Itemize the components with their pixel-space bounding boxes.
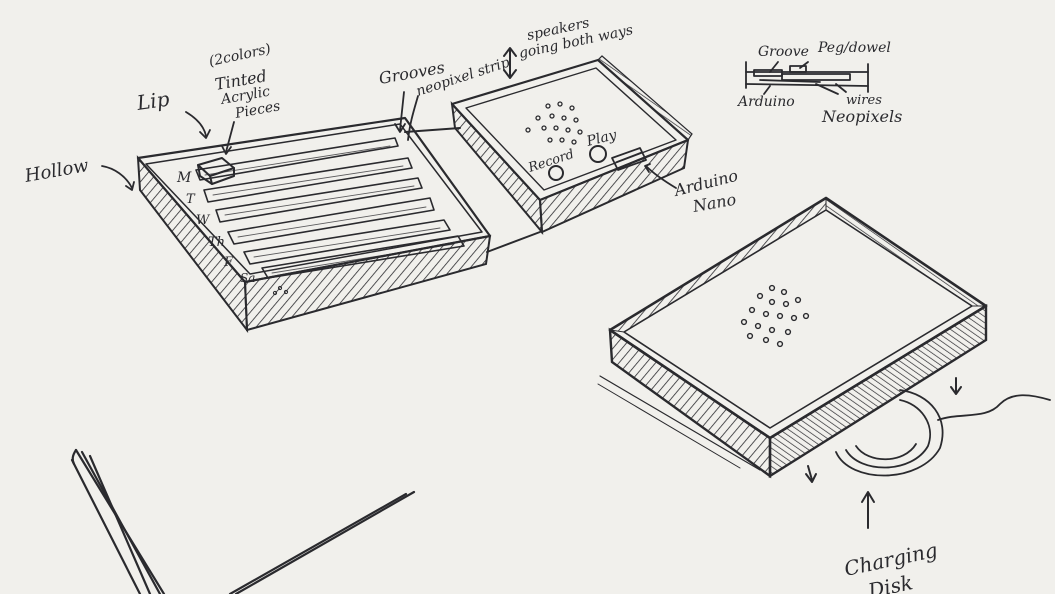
day-label: Th (208, 235, 225, 250)
charging-box (598, 198, 986, 476)
day-label: W (196, 213, 211, 228)
lip-label: Lip (134, 87, 171, 115)
foreground-scribbles (72, 450, 414, 594)
peg-dowel-label: Peg/dowel (817, 40, 891, 56)
speaker-grille (742, 286, 809, 347)
groove-label: Groove (758, 44, 809, 60)
arduino-label: Arduino (736, 94, 795, 110)
day-label: Sa (240, 271, 255, 285)
day-label: T (186, 192, 196, 207)
up-arrow-icon (862, 492, 874, 528)
hollow-label: Hollow (22, 155, 91, 187)
groove-detail-diagram (746, 62, 868, 94)
wires-label: wires (846, 93, 882, 108)
speaker-grille (526, 102, 582, 144)
day-label: M (176, 170, 192, 186)
play-label: Play (584, 127, 619, 150)
record-label: Record (526, 147, 576, 176)
day-label: F (223, 255, 234, 270)
weekly-box-side-face (138, 158, 247, 330)
charging-box-front-face (610, 330, 770, 476)
neopixels-label: Neopixels (821, 107, 902, 126)
